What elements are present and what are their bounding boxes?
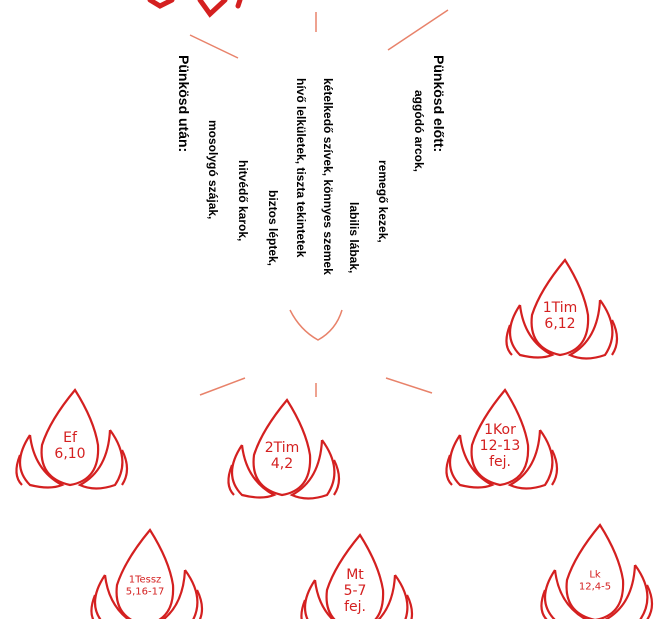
chevron-icon (289, 309, 343, 341)
flame-reference-text: 6,12 (544, 316, 575, 332)
flame-reference-text: 12,4-5 (579, 582, 611, 593)
flame-reference-text: Mt (346, 567, 364, 583)
before-line-2: remegő kezek, (376, 160, 390, 243)
flame-reference-text: 1Tessz (129, 575, 162, 586)
after-line-4: mosolygó szájak, (206, 120, 220, 220)
after-line-3: hitvédő karok, (236, 160, 250, 242)
flame-reference-text: 1Tim (543, 300, 578, 316)
divider-line (387, 9, 449, 51)
flame-icon: Ef6,10 (15, 388, 129, 490)
flame-reference-text: 4,2 (271, 456, 293, 472)
flame-reference-text: Ef (63, 430, 78, 446)
top-lettering-fragment (147, 0, 243, 18)
flame-reference-text: 6,10 (54, 446, 85, 462)
after-line-1: hívő lelkületek, tiszta tekintetek (294, 78, 308, 258)
flame-reference-text: 2Tim (265, 440, 300, 456)
flame-reference-text: Lk (589, 570, 601, 581)
flame-reference-text: 5,16-17 (126, 587, 165, 598)
flame-reference-text: fej. (489, 454, 511, 470)
divider-line (385, 377, 433, 394)
flame-reference-text: fej. (344, 599, 366, 615)
before-line-4: kételkedő szívek, könnyes szemek (321, 78, 335, 275)
before-line-1: aggódó arcok, (412, 90, 426, 173)
after-title: Pünkösd után: (176, 55, 192, 153)
after-line-2: biztos léptek, (266, 190, 280, 267)
flame-reference-text: 12-13 (480, 438, 521, 454)
flame-reference-text: 5-7 (344, 583, 367, 599)
before-line-3: labilis lábak, (347, 202, 361, 274)
flame-reference-text: 1Kor (484, 422, 516, 438)
divider-line (199, 377, 246, 396)
divider-line (189, 34, 239, 59)
before-title: Pünkösd előtt: (431, 55, 447, 153)
